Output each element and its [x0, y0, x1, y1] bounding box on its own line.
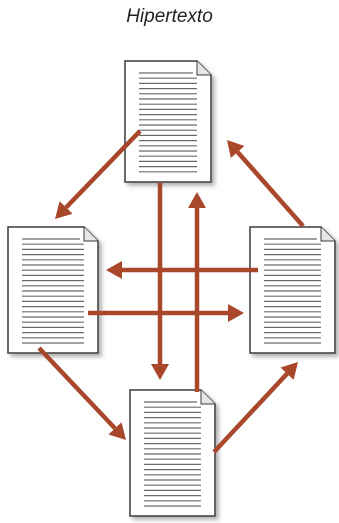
page-fold-bottom [200, 390, 215, 405]
diagram-title: Hipertexto [126, 6, 213, 27]
arrow-head [108, 422, 126, 440]
document-page-left [7, 226, 99, 354]
arrow-left-to-bottom [37, 346, 126, 440]
document-page-bottom [129, 389, 216, 517]
arrow-head [188, 192, 206, 208]
page-fold-top [196, 61, 211, 76]
arrow-top-to-bottom [151, 183, 169, 380]
page-fold-left [83, 227, 98, 242]
arrow-right-to-top [227, 140, 305, 228]
arrow-bottom-to-top [188, 192, 206, 392]
arrow-shaft [37, 346, 117, 430]
arrow-shaft [235, 150, 305, 228]
document-page-right [249, 226, 336, 354]
arrow-head [151, 364, 169, 380]
arrow-head [55, 201, 73, 219]
arrow-head [106, 261, 122, 279]
document-icon-top [124, 60, 212, 183]
arrow-shaft [212, 372, 289, 454]
document-icon-right [249, 226, 336, 354]
arrow-head [280, 362, 298, 380]
page-fold-right [320, 227, 335, 242]
document-icon-bottom [129, 389, 216, 517]
arrow-right-to-left [106, 261, 258, 279]
arrow-head [228, 304, 244, 322]
arrow-bottom-to-right [212, 362, 298, 454]
arrow-left-to-right [88, 304, 244, 322]
document-icon-left [7, 226, 99, 354]
arrow-shaft [64, 129, 142, 210]
arrow-head [227, 140, 245, 158]
document-page-top [124, 60, 212, 183]
arrow-top-to-left [55, 129, 142, 219]
